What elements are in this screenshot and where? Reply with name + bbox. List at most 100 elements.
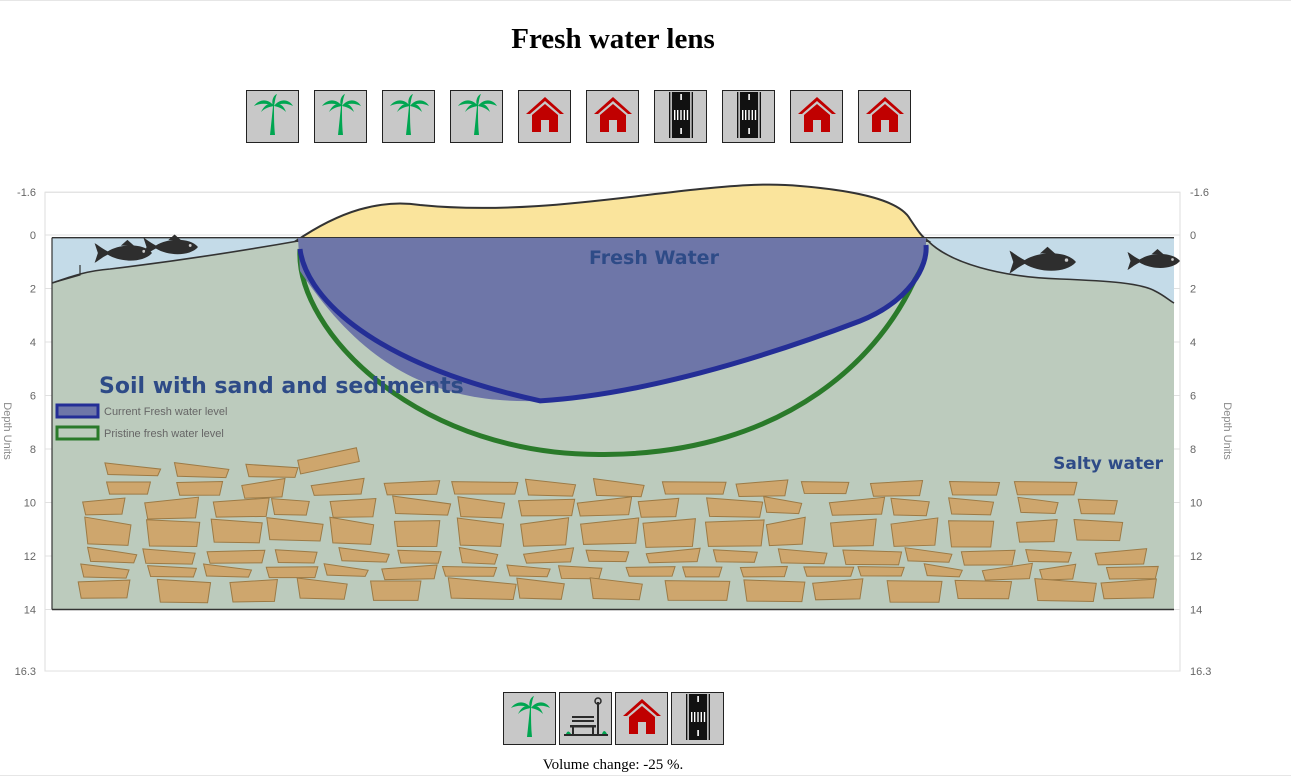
rock bbox=[516, 577, 565, 600]
pristine-lens-outline bbox=[297, 248, 929, 457]
palette-palm-tree-button-1[interactable] bbox=[503, 692, 556, 745]
rock bbox=[763, 496, 803, 515]
rock bbox=[576, 496, 633, 517]
top-palm-tree-button-2[interactable] bbox=[314, 90, 367, 143]
fresh-water-label: Fresh Water bbox=[589, 247, 720, 269]
rock bbox=[82, 497, 126, 516]
y-tick-left: 4 bbox=[30, 337, 36, 349]
top-palm-tree-button-3[interactable] bbox=[382, 90, 435, 143]
rock bbox=[77, 579, 131, 599]
rock bbox=[338, 547, 390, 563]
rock bbox=[580, 517, 640, 545]
rock bbox=[954, 579, 1013, 600]
y-tick-left: 2 bbox=[30, 284, 36, 296]
rock bbox=[800, 481, 850, 495]
y-tick-left: 16.3 bbox=[15, 666, 36, 678]
palm-tree-icon bbox=[386, 92, 432, 142]
rock bbox=[206, 549, 266, 564]
seabed-right bbox=[927, 240, 1175, 304]
top-house-button-10[interactable] bbox=[858, 90, 911, 143]
page-title: Fresh water lens bbox=[511, 23, 715, 55]
rock bbox=[625, 566, 676, 577]
rock bbox=[457, 496, 506, 519]
top-house-button-6[interactable] bbox=[586, 90, 639, 143]
fish-icon bbox=[1009, 246, 1076, 274]
rock bbox=[506, 564, 551, 578]
rock bbox=[886, 580, 943, 603]
rock bbox=[642, 518, 696, 548]
fish-icon bbox=[1127, 249, 1180, 270]
rock bbox=[297, 447, 360, 475]
rock bbox=[456, 517, 505, 547]
palette-park-bench-button-2[interactable] bbox=[559, 692, 612, 745]
rock bbox=[1034, 578, 1097, 603]
top-house-button-9[interactable] bbox=[790, 90, 843, 143]
rock bbox=[144, 496, 200, 520]
rock bbox=[1013, 481, 1078, 496]
y-tick-right: 8 bbox=[1190, 444, 1196, 456]
rock bbox=[743, 579, 806, 603]
rock bbox=[323, 563, 369, 577]
rock bbox=[948, 497, 995, 516]
rock bbox=[712, 549, 758, 563]
house-icon bbox=[794, 92, 840, 142]
palette-house-button-3[interactable] bbox=[615, 692, 668, 745]
rock bbox=[1073, 518, 1124, 542]
y-tick-right: 10 bbox=[1190, 498, 1202, 510]
y-tick-left: -1.6 bbox=[17, 187, 36, 199]
rock bbox=[524, 478, 577, 497]
rock bbox=[202, 563, 253, 578]
rock bbox=[812, 578, 864, 601]
top-palm-tree-button-1[interactable] bbox=[246, 90, 299, 143]
rock bbox=[981, 562, 1034, 581]
rock-layer bbox=[77, 447, 1159, 604]
rock bbox=[212, 497, 270, 518]
y-tick-right: 6 bbox=[1190, 391, 1196, 403]
y-tick-right: 4 bbox=[1190, 337, 1196, 349]
road-icon bbox=[658, 91, 704, 142]
top-palm-tree-button-4[interactable] bbox=[450, 90, 503, 143]
rock bbox=[842, 549, 903, 566]
legend-swatch-current bbox=[55, 403, 100, 419]
current-lens-outline bbox=[297, 244, 929, 404]
palette-road-button-4[interactable] bbox=[671, 692, 724, 745]
rock bbox=[661, 481, 727, 495]
rock bbox=[948, 480, 1001, 496]
rock bbox=[592, 478, 645, 498]
house-icon bbox=[522, 92, 568, 142]
fish-icon bbox=[143, 234, 198, 257]
y-axis-label-left: Depth Units bbox=[1, 402, 13, 460]
top-road-button-7[interactable] bbox=[654, 90, 707, 143]
rock bbox=[392, 495, 452, 516]
y-tick-right: 2 bbox=[1190, 284, 1196, 296]
y-tick-right: -1.6 bbox=[1190, 187, 1209, 199]
rock bbox=[1105, 565, 1159, 580]
y-tick-right: 0 bbox=[1190, 230, 1196, 242]
rock bbox=[1017, 496, 1059, 515]
top-road-button-8[interactable] bbox=[722, 90, 775, 143]
rock bbox=[923, 563, 964, 578]
rock bbox=[397, 549, 442, 564]
current-lens-fill bbox=[298, 238, 927, 402]
rock bbox=[156, 578, 212, 604]
y-tick-left: 8 bbox=[30, 444, 36, 456]
rock bbox=[266, 517, 324, 542]
rock bbox=[173, 462, 230, 479]
y-tick-left: 12 bbox=[24, 551, 36, 563]
y-tick-left: 10 bbox=[24, 498, 36, 510]
rock bbox=[451, 481, 519, 495]
rock bbox=[517, 498, 576, 517]
rock bbox=[1025, 549, 1073, 563]
rock bbox=[105, 481, 152, 495]
y-tick-right: 16.3 bbox=[1190, 666, 1211, 678]
top-house-button-5[interactable] bbox=[518, 90, 571, 143]
rock bbox=[393, 520, 441, 548]
rock bbox=[329, 516, 375, 545]
y-tick-right: 12 bbox=[1190, 551, 1202, 563]
rock bbox=[245, 463, 299, 478]
y-tick-left: 0 bbox=[30, 230, 36, 242]
palm-tree-icon bbox=[454, 92, 500, 142]
rock bbox=[383, 480, 441, 496]
rock bbox=[241, 477, 286, 499]
